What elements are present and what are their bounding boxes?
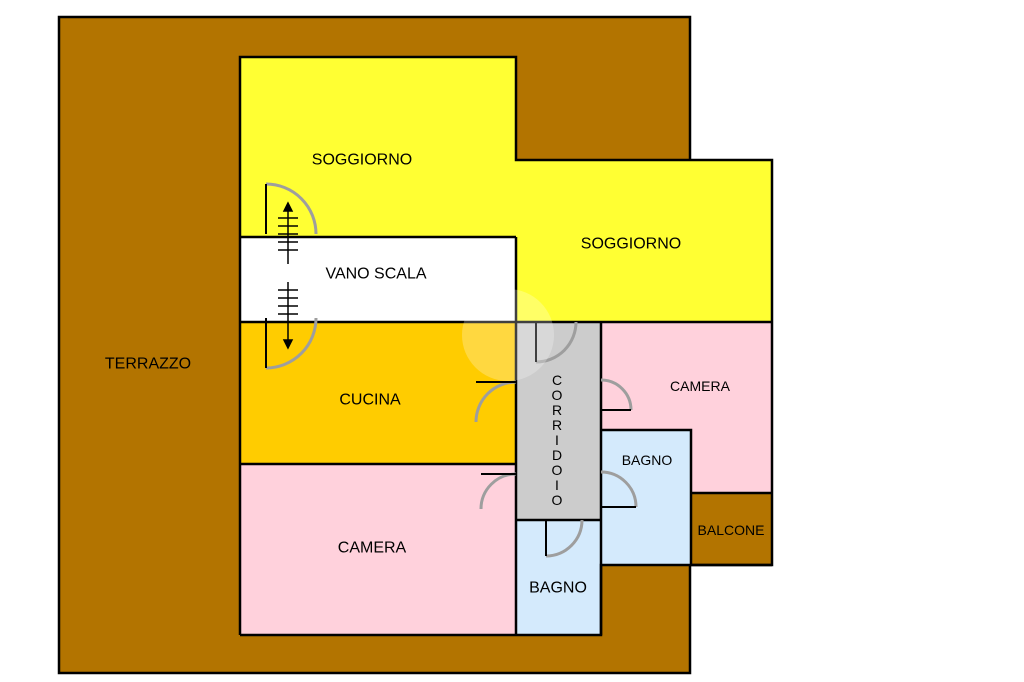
corridoio-letter: I [555, 477, 559, 493]
corridoio-letter: O [552, 492, 563, 508]
room-soggiorno-2 [516, 160, 772, 322]
room-balcone [691, 493, 773, 565]
label-soggiorno-2: SOGGIORNO [581, 236, 681, 253]
label-corridoio: C O R R I D O I O [552, 372, 563, 508]
corridoio-letter: D [552, 447, 562, 463]
stairs-arrow-up-icon [278, 201, 298, 264]
corridoio-letter: I [555, 432, 559, 448]
watermark-logo-icon [462, 289, 554, 381]
label-camera-1: CAMERA [338, 540, 407, 557]
label-soggiorno-1: SOGGIORNO [312, 152, 412, 169]
label-bagno-1: BAGNO [622, 452, 673, 468]
corridoio-letter: R [552, 417, 562, 433]
corridoio-letter: O [552, 462, 563, 478]
walls [238, 55, 774, 637]
room-camera-1 [240, 464, 516, 635]
corridoio-letter: O [552, 387, 563, 403]
label-terrazzo: TERRAZZO [105, 356, 191, 373]
label-cucina: CUCINA [339, 392, 401, 409]
stairs-arrow-down-icon [278, 282, 298, 350]
room-bagno-2 [516, 520, 601, 635]
label-camera-2: CAMERA [670, 378, 731, 394]
door-swings [265, 182, 638, 558]
room-vano-scala [240, 237, 516, 322]
label-bagno-2: BAGNO [529, 580, 587, 597]
corridoio-letter: R [552, 402, 562, 418]
label-vano-scala: VANO SCALA [325, 266, 426, 283]
room-bagno-1 [601, 430, 691, 565]
corridoio-letter: C [552, 372, 562, 388]
room-soggiorno-1 [240, 57, 516, 237]
label-balcone: BALCONE [698, 522, 765, 538]
